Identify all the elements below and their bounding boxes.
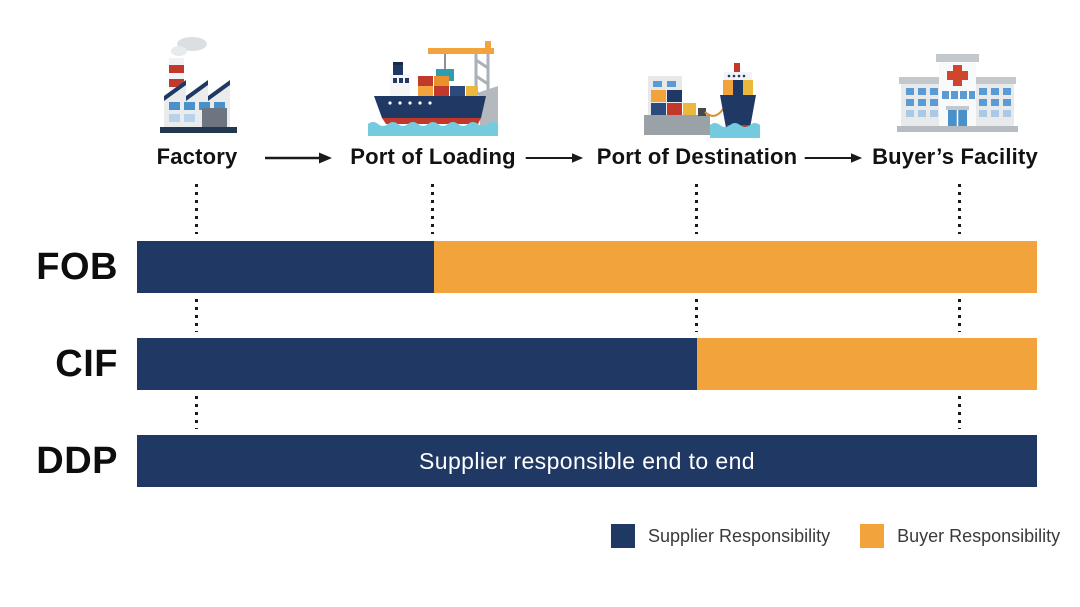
cif-buyer-segment [696, 338, 1037, 390]
ddp-responsibility-bar: Supplier responsible end to end [137, 435, 1037, 487]
station-label-port-of-loading: Port of Loading [350, 144, 516, 169]
row-label-fob: FOB [36, 246, 118, 288]
station-label-buyers-facility: Buyer’s Facility [872, 144, 1038, 169]
flow-arrow-icon [265, 152, 332, 164]
cif-supplier-segment [137, 338, 697, 390]
incoterm-row-cif: CIF [0, 338, 1080, 390]
legend-item-supplier: Supplier Responsibility [611, 524, 830, 548]
fob-supplier-segment [137, 241, 434, 293]
legend-label-buyer: Buyer Responsibility [897, 525, 1061, 546]
ddp-bar-caption: Supplier responsible end to end [419, 448, 755, 474]
dotted-guide-buyers-facility [958, 396, 961, 429]
station-label-factory: Factory [156, 144, 238, 169]
cif-responsibility-bar [137, 338, 1037, 390]
dotted-guide-factory [195, 299, 198, 332]
supplier-color-swatch [611, 524, 635, 548]
arriving-ship-dock-icon [640, 42, 760, 138]
station-label-port-of-destination: Port of Destination [596, 144, 798, 169]
legend-item-buyer: Buyer Responsibility [860, 524, 1060, 548]
fob-responsibility-bar [137, 241, 1037, 293]
row-label-ddp: DDP [36, 440, 118, 482]
legend: Supplier Responsibility Buyer Responsibi… [611, 524, 1060, 548]
flow-arrow-icon [804, 153, 863, 163]
dotted-guide-buyers-facility [958, 184, 961, 234]
dotted-guide-factory [195, 396, 198, 429]
flow-arrow-icon [525, 153, 584, 163]
row-label-cif: CIF [55, 343, 118, 385]
ddp-supplier-segment: Supplier responsible end to end [137, 435, 1037, 487]
buyer-color-swatch [860, 524, 885, 548]
dotted-guide-port-of-loading [431, 184, 434, 234]
legend-label-supplier: Supplier Responsibility [648, 525, 831, 546]
fob-buyer-segment [434, 241, 1037, 293]
dotted-guide-port-of-destination [695, 299, 698, 332]
hospital-building-icon [895, 48, 1020, 134]
incoterm-row-fob: FOB [0, 241, 1080, 293]
dotted-guide-buyers-facility [958, 299, 961, 332]
dotted-guide-port-of-destination [695, 184, 698, 234]
incoterm-row-ddp: DDP Supplier responsible end to end [0, 435, 1080, 487]
factory-icon [152, 34, 242, 136]
dotted-guide-factory [195, 184, 198, 234]
cargo-ship-crane-icon [368, 36, 498, 138]
